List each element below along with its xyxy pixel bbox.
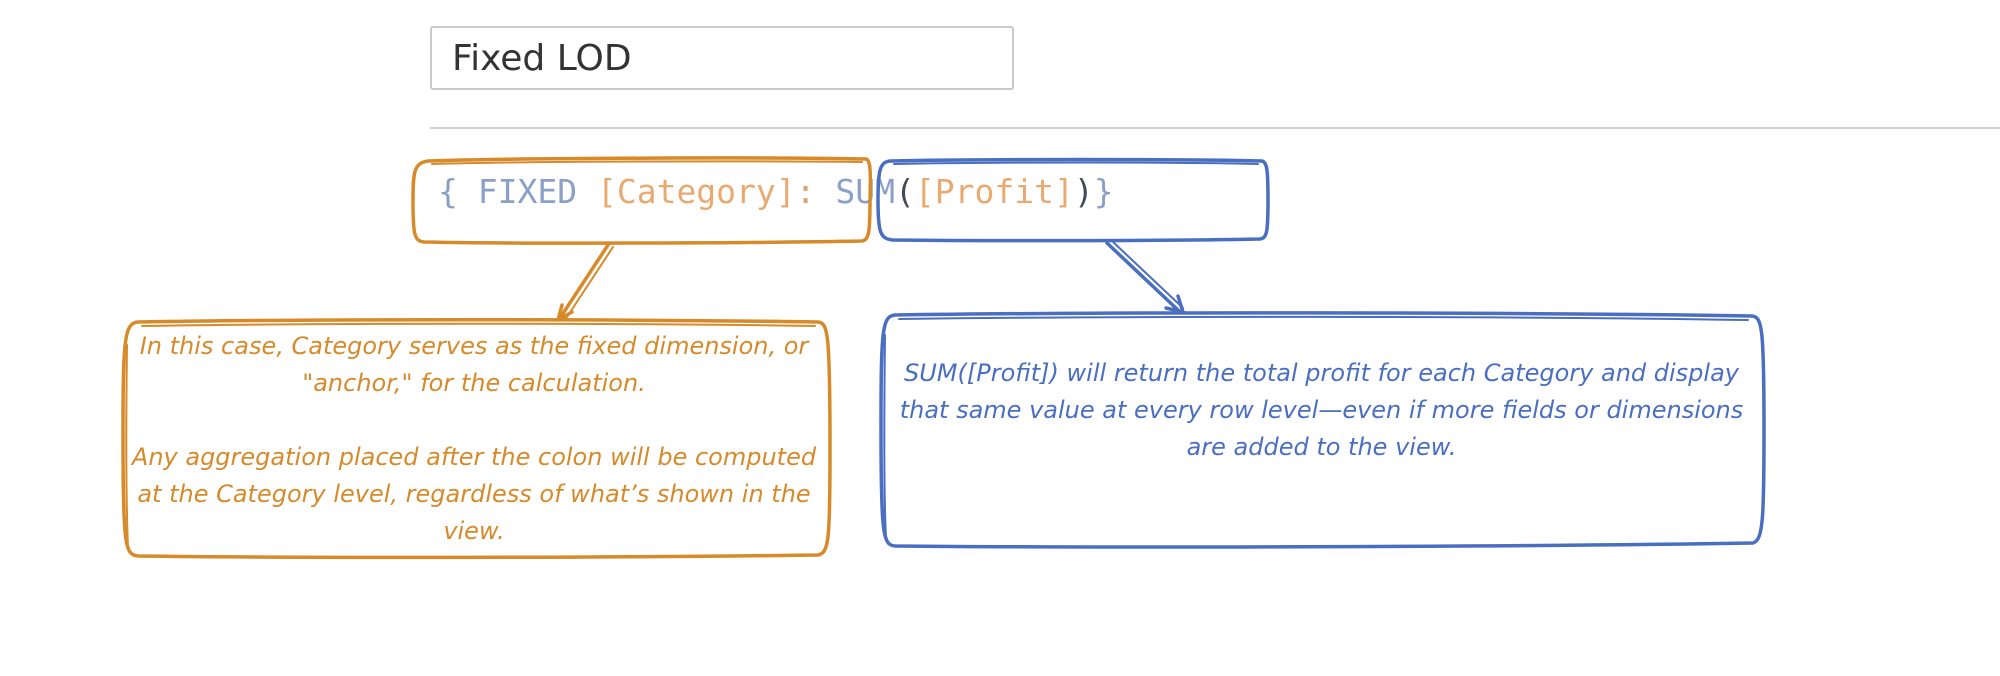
fixed-connector-arrow [556,243,614,322]
formula-close-brace: } [1093,172,1114,211]
sum-connector-arrow [1105,240,1185,314]
fixed-dimension-annotation: In this case, Category serves as the fix… [128,328,820,550]
sum-highlight-box [876,157,1270,243]
formula-fixed-keyword: FIXED [477,172,578,211]
fixed-highlight-box [411,156,873,245]
formula-close-paren: ) [1073,172,1094,211]
fixed-annotation-paragraph-1: In this case, Category serves as the fix… [139,332,809,397]
formula-open-brace: { [438,172,458,211]
header-divider [430,127,2000,129]
aggregation-annotation-box [879,311,1766,549]
formula-sum-function: SUM [835,172,896,211]
formula-dimension-field: [Category] [596,172,796,211]
formula-colon: : [795,172,816,211]
aggregation-annotation: SUM([Profit]) will return the total prof… [895,355,1748,466]
fixed-annotation-box [121,318,832,560]
fixed-annotation-paragraph-2: Any aggregation placed after the colon w… [131,443,817,545]
formula-open-paren: ( [895,172,915,211]
formula-measure-field: [Profit] [914,172,1074,211]
formula-editor[interactable]: { FIXED [Category]: SUM([Profit])} [438,168,1114,216]
aggregation-annotation-paragraph-1: SUM([Profit]) will return the total prof… [899,359,1744,461]
calculation-name-input[interactable] [430,26,1014,90]
